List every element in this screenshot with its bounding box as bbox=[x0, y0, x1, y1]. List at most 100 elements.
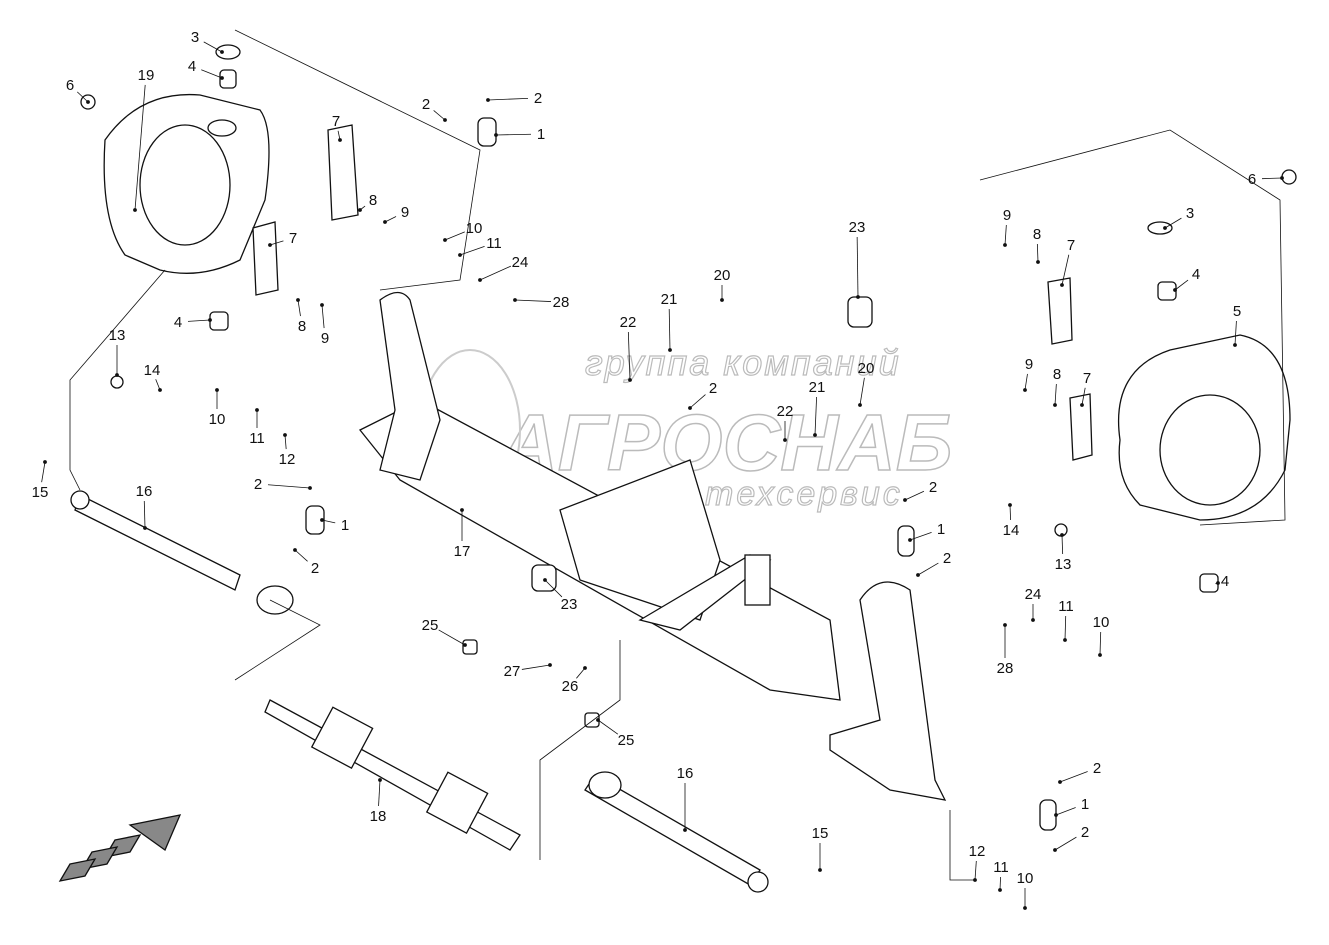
part-label-2: 2 bbox=[534, 90, 542, 107]
leader-line bbox=[284, 434, 287, 450]
parts bbox=[58, 44, 1297, 893]
leader-line bbox=[1174, 279, 1189, 291]
leader-line bbox=[917, 562, 939, 576]
leader-line bbox=[999, 876, 1001, 891]
leader-line bbox=[544, 579, 563, 598]
leader-line bbox=[514, 299, 552, 302]
assembly-line bbox=[234, 29, 481, 291]
washer bbox=[215, 44, 241, 60]
part-label-14: 14 bbox=[1003, 522, 1020, 539]
leader-line bbox=[143, 500, 146, 529]
bushing bbox=[1199, 573, 1219, 593]
leader-line bbox=[203, 41, 223, 53]
part-label-5: 5 bbox=[1233, 303, 1241, 320]
leader-line bbox=[267, 484, 311, 489]
leader-line bbox=[438, 629, 466, 646]
pin bbox=[305, 505, 325, 535]
leader-line bbox=[904, 490, 925, 501]
right-tie-rod-joint bbox=[588, 771, 622, 799]
leader-line bbox=[41, 461, 46, 483]
pin bbox=[1039, 799, 1057, 831]
nut bbox=[1281, 169, 1297, 185]
part-label-7: 7 bbox=[332, 113, 340, 130]
part-label-25: 25 bbox=[618, 732, 635, 749]
leader-line bbox=[1099, 631, 1102, 656]
assembly-line bbox=[979, 129, 1286, 526]
right-tie-rod-end bbox=[747, 871, 769, 893]
leader-line bbox=[201, 69, 223, 79]
leader-line bbox=[1054, 836, 1077, 851]
part-label-2: 2 bbox=[1093, 760, 1101, 777]
leader-line bbox=[521, 664, 551, 670]
leader-line bbox=[597, 719, 619, 735]
part-label-23: 23 bbox=[849, 219, 866, 236]
part-label-6: 6 bbox=[1248, 171, 1256, 188]
part-label-13: 13 bbox=[109, 327, 126, 344]
part-label-20: 20 bbox=[714, 267, 731, 284]
part-label-25: 25 bbox=[422, 617, 439, 634]
part-label-4: 4 bbox=[188, 58, 196, 75]
part-label-11: 11 bbox=[249, 430, 265, 447]
part-label-2: 2 bbox=[709, 380, 717, 397]
part-label-16: 16 bbox=[677, 765, 694, 782]
leader-line bbox=[974, 860, 977, 881]
leader-line bbox=[909, 531, 932, 541]
part-label-28: 28 bbox=[553, 294, 570, 311]
leader-line bbox=[1261, 177, 1283, 180]
part-label-2: 2 bbox=[311, 560, 319, 577]
leader-line bbox=[856, 236, 859, 298]
assembly-line bbox=[949, 810, 975, 881]
leader-line bbox=[1004, 224, 1007, 246]
leader-line bbox=[1081, 387, 1086, 406]
leader-line bbox=[1009, 504, 1012, 521]
leader-line bbox=[1036, 243, 1039, 263]
part-label-6: 6 bbox=[66, 77, 74, 94]
part-label-7: 7 bbox=[1067, 237, 1075, 254]
nut bbox=[110, 375, 124, 389]
leader-line bbox=[76, 91, 89, 103]
leader-line bbox=[1064, 615, 1067, 641]
part-label-10: 10 bbox=[209, 411, 226, 428]
part-label-1: 1 bbox=[537, 126, 545, 143]
part-label-2: 2 bbox=[422, 96, 430, 113]
watermark-line3: техсервис bbox=[705, 475, 903, 513]
leader-line bbox=[1164, 217, 1182, 229]
part-label-10: 10 bbox=[1017, 870, 1034, 887]
part-label-2: 2 bbox=[943, 550, 951, 567]
leader-line bbox=[1061, 254, 1070, 286]
part-label-21: 21 bbox=[809, 379, 826, 396]
part-label-19: 19 bbox=[138, 67, 155, 84]
part-label-1: 1 bbox=[341, 517, 349, 534]
left-tie-rod-end bbox=[70, 490, 90, 510]
leader-line bbox=[487, 98, 529, 101]
leader-line bbox=[1054, 383, 1057, 406]
part-label-26: 26 bbox=[562, 678, 579, 695]
part-label-22: 22 bbox=[620, 314, 637, 331]
part-label-14: 14 bbox=[144, 362, 161, 379]
leader-line bbox=[297, 299, 301, 317]
part-label-22: 22 bbox=[777, 403, 794, 420]
leader-line bbox=[321, 519, 336, 524]
part-label-20: 20 bbox=[858, 360, 875, 377]
part-label-4: 4 bbox=[1192, 266, 1200, 283]
shim-plate bbox=[252, 221, 279, 296]
leader-line bbox=[155, 379, 161, 391]
part-label-3: 3 bbox=[1186, 205, 1194, 222]
leader-lines bbox=[41, 29, 1286, 910]
part-label-9: 9 bbox=[1003, 207, 1011, 224]
part-label-15: 15 bbox=[32, 484, 49, 501]
part-label-9: 9 bbox=[1025, 356, 1033, 373]
part-label-12: 12 bbox=[279, 451, 296, 468]
part-label-11: 11 bbox=[993, 859, 1009, 876]
part-label-12: 12 bbox=[969, 843, 986, 860]
housing-boss bbox=[207, 119, 237, 137]
direction-arrow-icon bbox=[128, 814, 182, 851]
assembly-line bbox=[539, 640, 621, 860]
shaft-support-1 bbox=[310, 706, 374, 769]
part-label-17: 17 bbox=[454, 543, 471, 560]
part-label-21: 21 bbox=[661, 291, 678, 308]
part-label-4: 4 bbox=[174, 314, 182, 331]
part-label-8: 8 bbox=[1053, 366, 1061, 383]
part-label-9: 9 bbox=[401, 204, 409, 221]
